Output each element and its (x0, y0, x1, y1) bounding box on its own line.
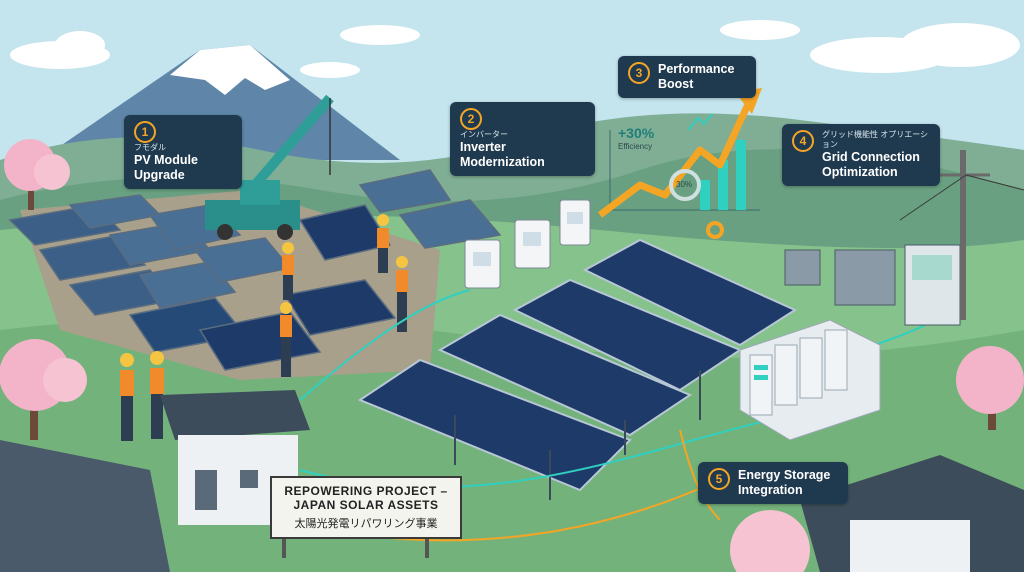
callout-jp-label: フモダル (134, 143, 166, 152)
callout-number-4: 4 (792, 130, 814, 152)
callout-energy-storage-integration: 5 Energy Storage Integration (698, 462, 848, 504)
callout-jp-label: インバーター (460, 130, 508, 139)
callout-number-1: 1 (134, 121, 156, 143)
callout-pv-module-upgrade: 1 フモダル PV Module Upgrade (124, 115, 242, 189)
callout-performance-boost: 3 Performance Boost (618, 56, 756, 98)
callout-title: Inverter Modernization (460, 140, 545, 169)
crane-truck (205, 94, 334, 240)
sign-line-2: JAPAN SOLAR ASSETS (293, 498, 439, 512)
project-sign: REPOWERING PROJECT – JAPAN SOLAR ASSETS … (270, 476, 462, 539)
battery-storage (739, 319, 881, 441)
callout-grid-connection-optimization: 4 グリッド機能性 オプリエーション Grid Connection Optim… (782, 124, 940, 186)
callout-title: PV Module Upgrade (134, 153, 198, 182)
callout-title: Energy Storage Integration (738, 468, 831, 497)
workers (120, 214, 408, 441)
efficiency-value: +30% (618, 125, 655, 141)
callout-jp-label: グリッド機能性 オプリエーション (822, 130, 929, 149)
old-solar-array (8, 169, 502, 371)
efficiency-gauge-label: 30% (676, 180, 693, 189)
inverters (464, 199, 591, 289)
clouds (10, 20, 1020, 78)
sign-line-3: 太陽光発電リパワリング事業 (294, 518, 438, 530)
callout-inverter-modernization: 2 インバーター Inverter Modernization (450, 102, 595, 176)
efficiency-label: Efficiency (618, 142, 653, 151)
sign-line-1: REPOWERING PROJECT – (284, 484, 448, 498)
callout-number-2: 2 (460, 108, 482, 130)
callout-title: Performance Boost (658, 62, 735, 91)
grid-substation (784, 150, 1024, 326)
cherry-blossom-trees (0, 139, 1024, 572)
callout-number-3: 3 (628, 62, 650, 84)
callout-number-5: 5 (708, 468, 730, 490)
callout-title: Grid Connection Optimization (822, 150, 920, 179)
